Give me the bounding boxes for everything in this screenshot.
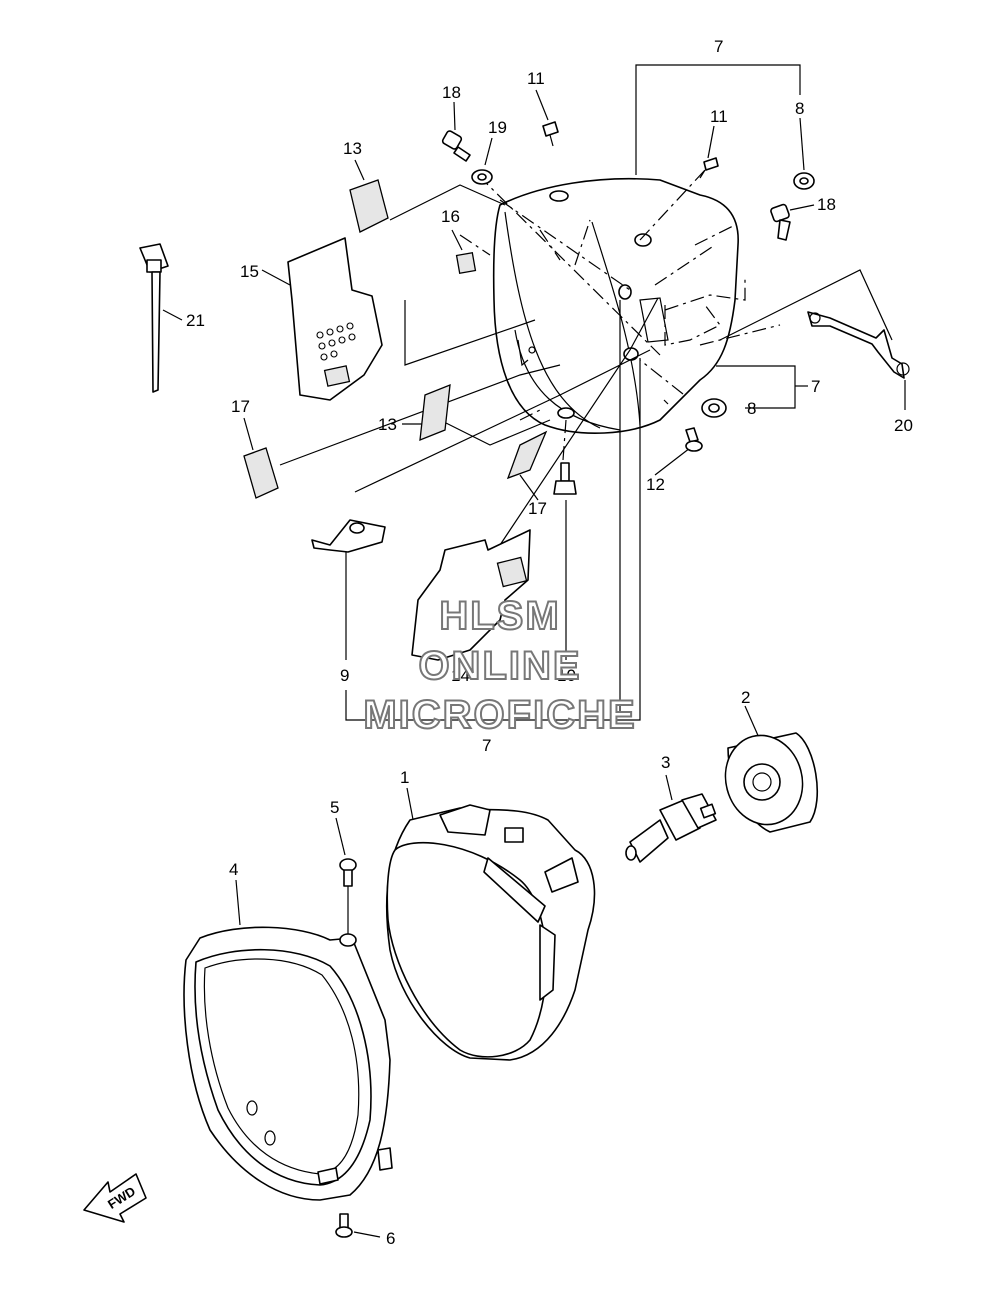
watermark-line-1: HLSM bbox=[438, 593, 561, 639]
screw-5 bbox=[339, 858, 357, 887]
callout-16: 16 bbox=[441, 207, 460, 226]
callout-18: 18 bbox=[442, 83, 461, 102]
grommet-8-bottom bbox=[701, 398, 727, 418]
callout-7: 7 bbox=[811, 377, 820, 396]
headlight-unit-1 bbox=[385, 804, 596, 1061]
pad-16 bbox=[455, 251, 477, 275]
callout-5: 5 bbox=[330, 798, 339, 817]
callout-3: 3 bbox=[661, 753, 670, 772]
socket-2 bbox=[724, 732, 819, 833]
headlight-rim-4 bbox=[183, 926, 393, 1201]
headlight-housing bbox=[492, 177, 739, 434]
heat-shield-15 bbox=[287, 237, 383, 401]
callout-7: 7 bbox=[482, 736, 491, 755]
callout-6: 6 bbox=[386, 1229, 395, 1248]
callout-4: 4 bbox=[229, 860, 238, 879]
screw-6 bbox=[335, 1213, 353, 1238]
callout-17: 17 bbox=[528, 499, 547, 518]
callout-13: 13 bbox=[378, 415, 397, 434]
callout-14: 14 bbox=[451, 666, 470, 685]
callout-12: 12 bbox=[646, 475, 665, 494]
bolt-18-left bbox=[441, 130, 471, 162]
callout-17: 17 bbox=[231, 397, 250, 416]
callout-11: 11 bbox=[710, 107, 728, 126]
callout-7: 7 bbox=[714, 37, 723, 56]
callout-8: 8 bbox=[747, 399, 756, 418]
bolt-18-right bbox=[770, 203, 791, 241]
pad-13-lower bbox=[419, 383, 451, 442]
grommet-19 bbox=[471, 169, 493, 185]
callout-8: 8 bbox=[795, 99, 804, 118]
bulb-3 bbox=[625, 793, 717, 863]
bracket-stay-20 bbox=[807, 311, 910, 379]
screw-12 bbox=[663, 399, 703, 452]
screw-11-right bbox=[699, 157, 719, 179]
watermark-line-2: ONLINE bbox=[417, 643, 582, 689]
callout-19: 19 bbox=[488, 118, 507, 137]
callout-9: 9 bbox=[340, 666, 349, 685]
callout-2: 2 bbox=[741, 688, 750, 707]
fwd-arrow-icon: FWD bbox=[83, 1173, 147, 1223]
leader-lines bbox=[162, 64, 906, 1238]
pad-17-left bbox=[243, 447, 279, 499]
callout-11: 11 bbox=[527, 69, 545, 88]
callout-10: 10 bbox=[557, 666, 576, 685]
callout-1: 1 bbox=[400, 768, 409, 787]
pad-17-center bbox=[506, 430, 548, 480]
watermark-line-3: MICROFICHE bbox=[362, 692, 637, 738]
bracket-9 bbox=[311, 519, 386, 553]
pad-13-upper bbox=[349, 179, 389, 233]
callout-labels: 7 8 11 11 18 19 13 16 18 15 21 7 8 20 17… bbox=[186, 37, 913, 1248]
callout-21: 21 bbox=[186, 311, 205, 330]
callout-20: 20 bbox=[894, 416, 913, 435]
callout-15: 15 bbox=[240, 262, 259, 281]
cable-tie-21 bbox=[139, 243, 169, 393]
screw-11-top bbox=[542, 121, 559, 147]
grommet-8-top bbox=[793, 172, 815, 190]
callout-13: 13 bbox=[343, 139, 362, 158]
bolt-10 bbox=[553, 462, 577, 495]
callout-18: 18 bbox=[817, 195, 836, 214]
assembly-lines bbox=[459, 169, 781, 461]
plate-14 bbox=[411, 529, 531, 661]
